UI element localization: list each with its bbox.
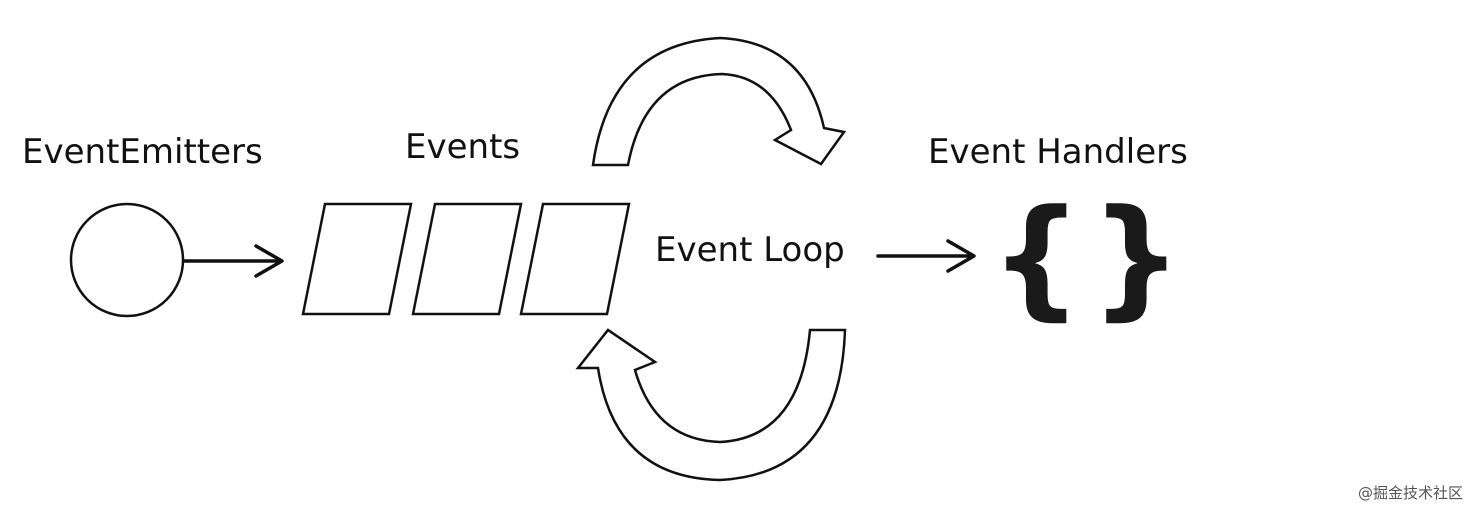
loop-to-handlers-arrow <box>876 239 976 273</box>
events-label: Events <box>405 127 520 167</box>
event-handlers-label: Event Handlers <box>928 132 1188 172</box>
emitter-to-events-arrow <box>182 244 284 278</box>
event-box-3 <box>519 202 631 316</box>
loop-arrow-top <box>591 36 847 167</box>
event-box-1 <box>301 202 413 316</box>
event-loop-label: Event Loop <box>655 230 845 270</box>
loop-arrow-bottom <box>575 328 847 482</box>
handler-close-brace: } <box>1090 181 1183 333</box>
event-emitter-circle <box>69 202 185 318</box>
event-emitters-label: EventEmitters <box>22 132 263 172</box>
watermark-text: @掘金技术社区 <box>1358 484 1463 502</box>
event-box-2 <box>411 202 523 316</box>
handler-open-brace: { <box>990 181 1083 333</box>
